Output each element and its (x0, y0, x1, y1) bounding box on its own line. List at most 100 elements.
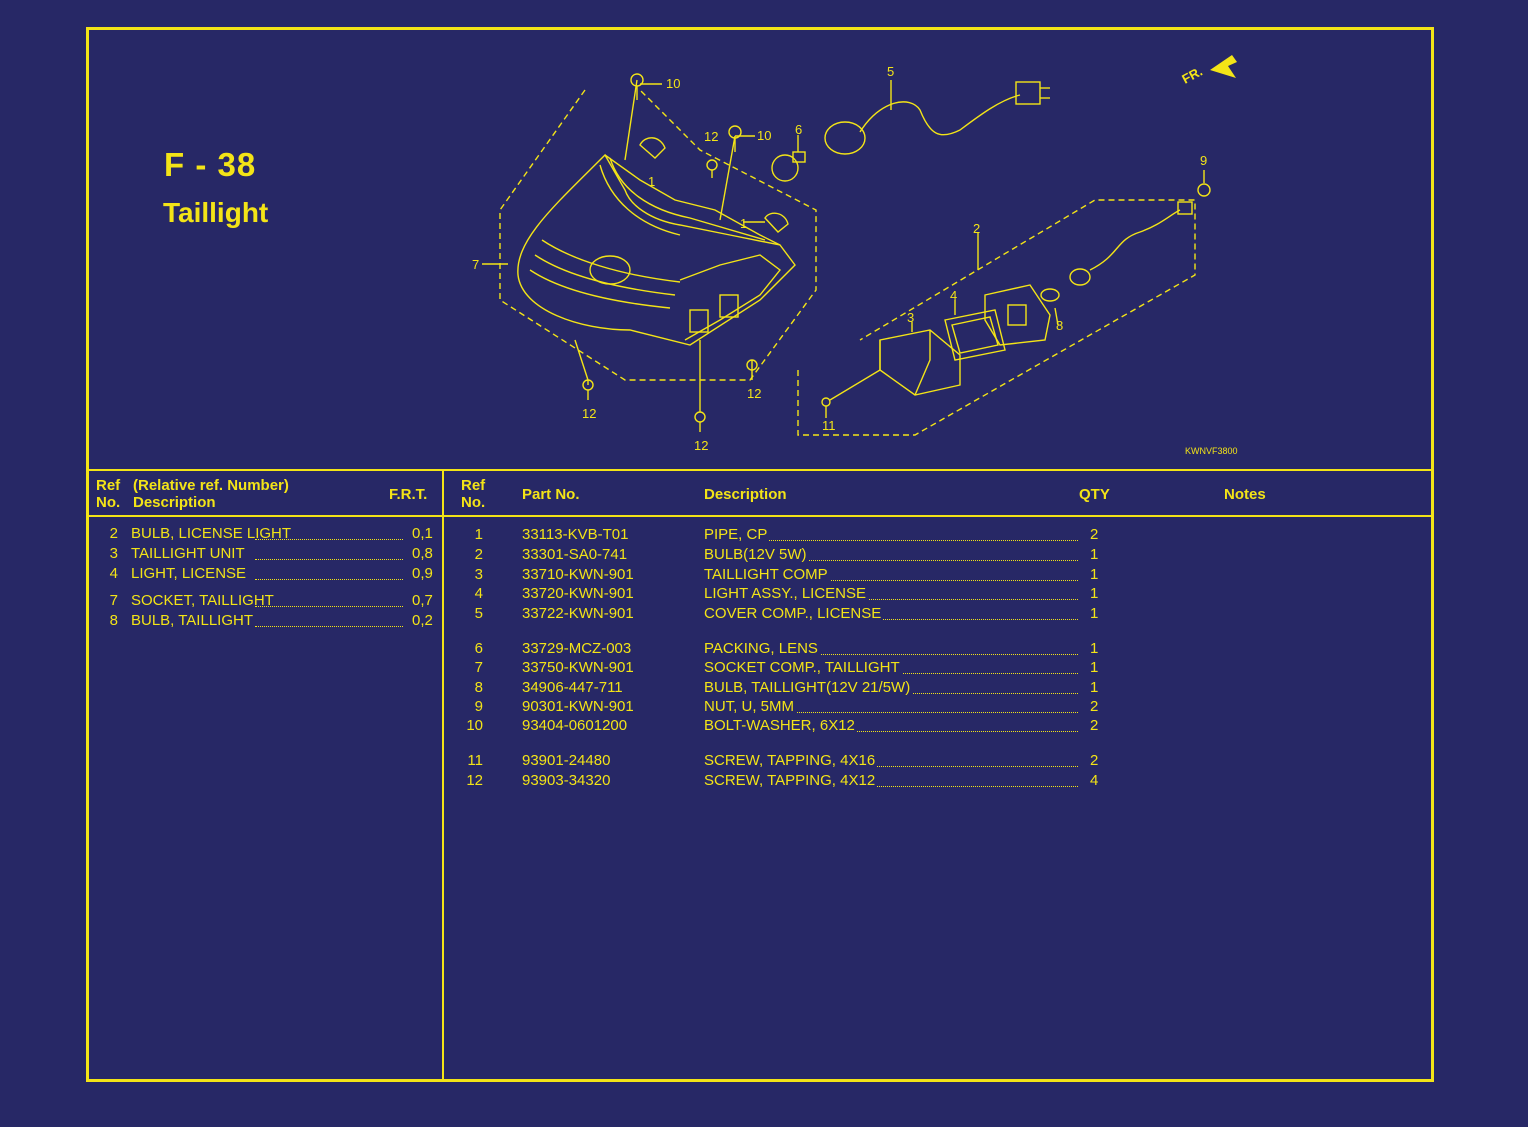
row-frt: 0,7 (412, 592, 433, 609)
row-leader (255, 579, 403, 580)
parts-header-desc: Description (704, 486, 787, 503)
license-cover (879, 329, 961, 396)
callout-1: 1 (648, 174, 655, 189)
part-ref: 4 (474, 585, 483, 602)
part-number: 93404-0601200 (522, 717, 628, 734)
callout-9: 9 (1200, 153, 1207, 168)
figure-code: KWNVF3800 (1185, 446, 1238, 456)
part-number: 33722-KWN-901 (522, 605, 634, 622)
part-ref: 3 (474, 566, 483, 583)
taillight-group-outline (499, 89, 817, 381)
part-qty: 1 (1090, 679, 1099, 696)
part-leader (706, 712, 1078, 713)
callout-6: 4 (950, 288, 957, 303)
row-leader (255, 606, 403, 607)
callout-10b: 10 (757, 128, 771, 143)
part-qty: 4 (1090, 772, 1099, 789)
part-ref: 12 (466, 772, 483, 789)
part-number: 33720-KWN-901 (522, 585, 634, 602)
part-ref: 11 (467, 752, 483, 769)
row-leader (255, 559, 403, 560)
part-description: BOLT-WASHER, 6X12 (704, 717, 857, 735)
row-ref: 2 (109, 525, 118, 542)
part-leader (706, 560, 1078, 561)
part-qty: 2 (1090, 526, 1099, 543)
part-ref: 6 (474, 640, 483, 657)
row-ref: 3 (109, 545, 118, 562)
table-divider (442, 469, 444, 1081)
exploded-parts-diagram: FR. 7 1 1 10 12 10 6 5 9 2 4 3 8 12 12 1… (472, 55, 1238, 456)
row-ref: 7 (109, 592, 118, 609)
part-description: TAILLIGHT COMP (704, 566, 830, 584)
part-ref: 1 (474, 526, 483, 543)
part-description: SCREW, TAPPING, 4X12 (704, 772, 878, 790)
part-number: 33729-MCZ-003 (522, 640, 632, 657)
parts-header-ref: Ref No. (461, 477, 486, 511)
row-description: TAILLIGHT UNIT (131, 545, 245, 562)
part-description: BULB(12V 5W) (704, 546, 809, 564)
page-frame (86, 27, 1434, 1082)
header-divider (88, 515, 1434, 517)
part-number: 93901-24480 (522, 752, 611, 769)
part-qty: 1 (1090, 546, 1099, 563)
row-ref: 4 (109, 565, 118, 582)
callout-4: 2 (973, 221, 980, 236)
callout-8: 6 (795, 122, 802, 137)
row-description: BULB, LICENSE LIGHT (131, 525, 292, 542)
part-leader (706, 731, 1078, 732)
part-number: 90301-KWN-901 (522, 698, 634, 715)
callout-12b: 12 (582, 406, 596, 421)
callout-3: 7 (472, 257, 479, 272)
part-qty: 1 (1090, 566, 1099, 583)
left-header-ref: Ref No. (96, 477, 121, 511)
part-leader (706, 580, 1078, 581)
section-divider (88, 469, 1434, 471)
part-qty: 1 (1090, 659, 1099, 676)
part-ref: 8 (474, 679, 483, 696)
part-qty: 1 (1090, 585, 1099, 602)
taillight-housing (517, 153, 796, 346)
license-light-group-outline (797, 199, 1196, 436)
row-description: LIGHT, LICENSE (131, 565, 247, 582)
part-leader (706, 654, 1078, 655)
part-ref: 7 (474, 659, 483, 676)
row-leader (255, 626, 403, 627)
parts-header-qty: QTY (1079, 486, 1110, 503)
callout-5: 3 (907, 310, 914, 325)
left-header-frt: F.R.T. (389, 486, 428, 503)
figure-title: Taillight (163, 197, 269, 228)
part-number: 33710-KWN-901 (522, 566, 634, 583)
part-description: PACKING, LENS (704, 640, 820, 658)
part-ref: 9 (474, 698, 483, 715)
part-number: 33301-SA0-741 (522, 546, 628, 563)
callout-7: 5 (887, 64, 894, 79)
part-qty: 2 (1090, 752, 1099, 769)
part-leader (706, 619, 1078, 620)
part-description: SCREW, TAPPING, 4X16 (704, 752, 878, 770)
part-ref: 5 (474, 605, 483, 622)
part-qty: 1 (1090, 640, 1099, 657)
row-leader (255, 539, 403, 540)
callout-11: 11 (822, 418, 836, 433)
part-description: PIPE, CP (704, 526, 770, 544)
part-number: 93903-34320 (522, 772, 611, 789)
part-description: NUT, U, 5MM (704, 698, 796, 716)
callout-10: 10 (666, 76, 680, 91)
part-leader (706, 540, 1078, 541)
part-description: LIGHT ASSY., LICENSE (704, 585, 869, 603)
part-qty: 1 (1090, 605, 1099, 622)
front-direction-arrow (1210, 55, 1237, 78)
callout-1b: 1 (740, 216, 747, 231)
callout-2: 8 (1056, 318, 1063, 333)
part-qty: 2 (1090, 717, 1099, 734)
row-frt: 0,2 (412, 612, 433, 629)
part-description: COVER COMP., LICENSE (704, 605, 884, 623)
row-description: BULB, TAILLIGHT (131, 612, 253, 629)
callout-12c: 12 (747, 386, 761, 401)
part-ref: 2 (474, 546, 483, 563)
part-number: 33113-KVB-T01 (522, 526, 629, 543)
callout-12d: 12 (694, 438, 708, 453)
row-description: SOCKET, TAILLIGHT (131, 592, 274, 609)
part-leader (706, 786, 1078, 787)
fr-label: FR. (1179, 64, 1205, 87)
